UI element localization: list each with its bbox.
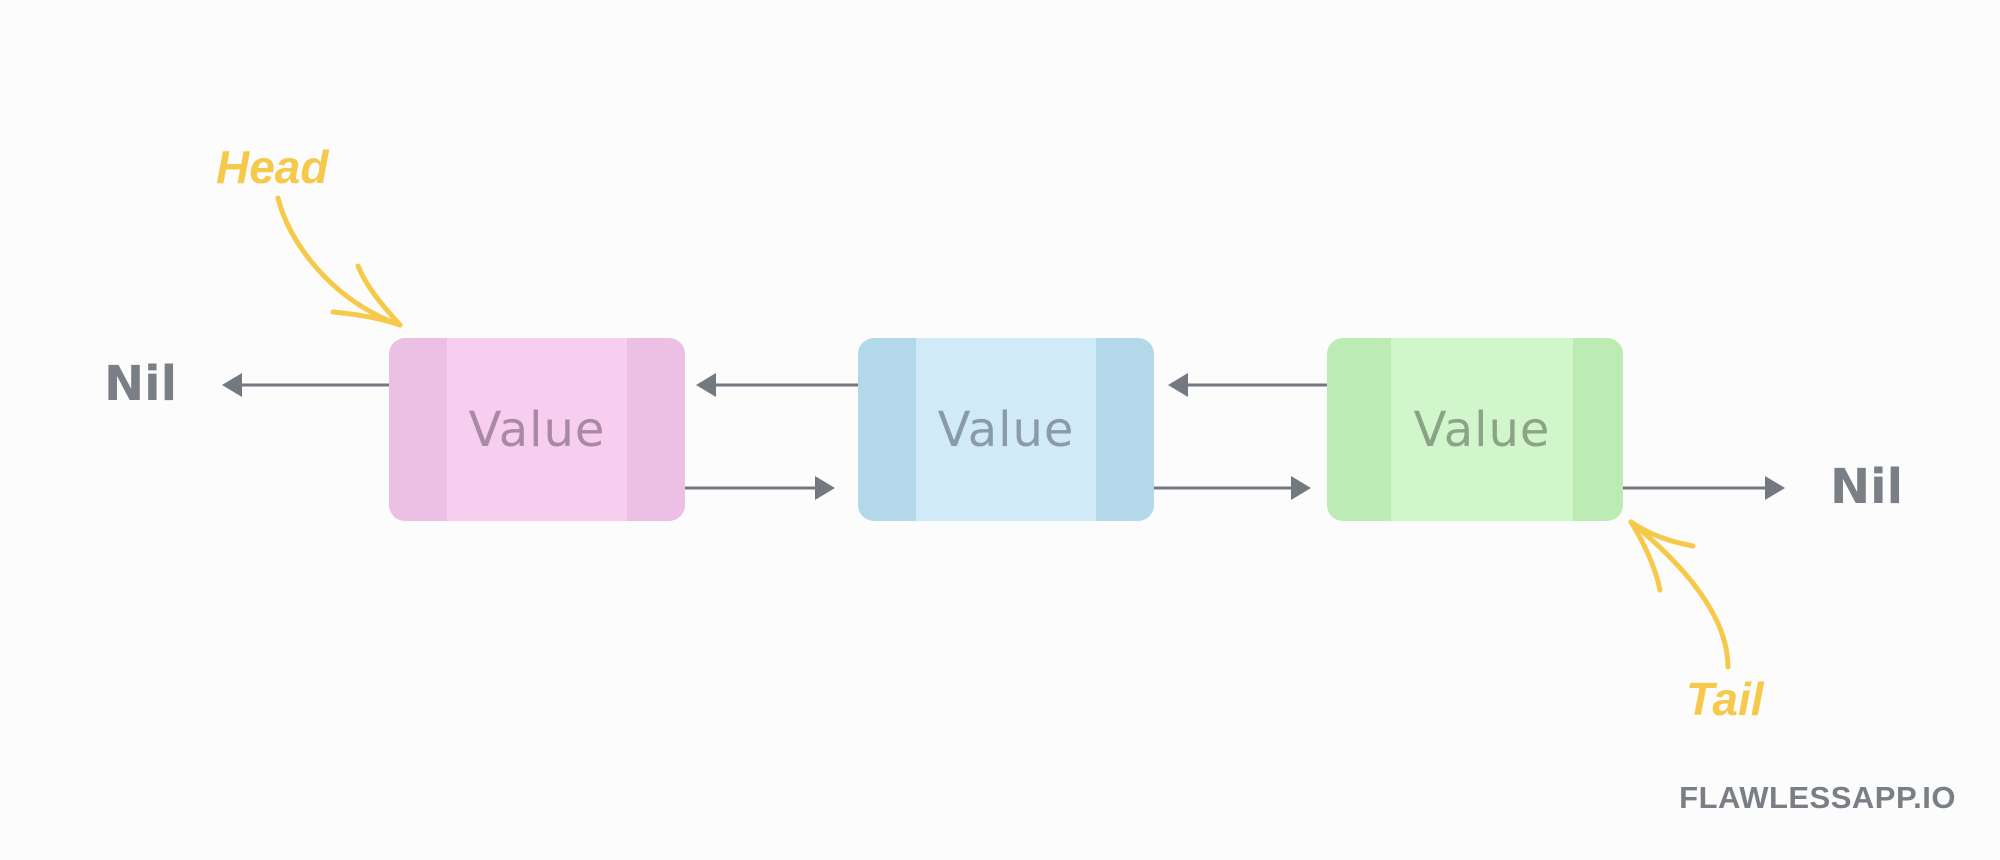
prev-pointer-node-1	[222, 373, 411, 397]
node-value-field: Value	[447, 338, 627, 521]
head-label: Head	[216, 141, 329, 193]
node-value-label: Value	[937, 401, 1075, 458]
prev-pointer-node-2	[696, 373, 885, 397]
node-prev-field	[858, 338, 916, 521]
head-pointer-arrow	[275, 195, 403, 328]
tail-label: Tail	[1686, 673, 1764, 725]
list-node-3: Value	[1327, 338, 1623, 521]
list-node-1: Value	[389, 338, 685, 521]
node-prev-field	[389, 338, 447, 521]
node-value-field: Value	[1391, 338, 1573, 521]
nil-right-label: Nil	[1830, 459, 1904, 515]
node-next-field	[1573, 338, 1623, 521]
node-value-label: Value	[1413, 401, 1551, 458]
node-value-field: Value	[916, 338, 1096, 521]
node-prev-field	[1327, 338, 1391, 521]
node-next-field	[627, 338, 685, 521]
brand-watermark: FLAWLESSAPP.IO	[1679, 780, 1956, 815]
tail-pointer-arrow	[1628, 519, 1731, 670]
nil-left-label: Nil	[104, 356, 178, 412]
list-node-2: Value	[858, 338, 1154, 521]
node-next-field	[1096, 338, 1154, 521]
node-value-label: Value	[468, 401, 606, 458]
next-pointer-node-3	[1595, 476, 1785, 500]
